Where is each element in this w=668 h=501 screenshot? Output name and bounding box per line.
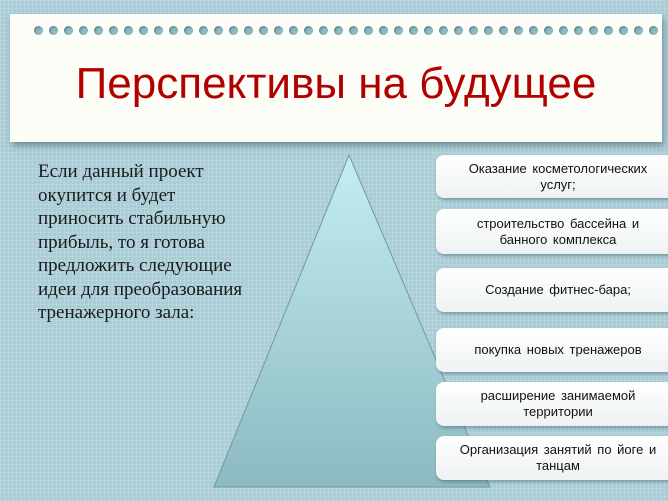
idea-box-1: Оказание косметологических услуг;	[436, 155, 668, 198]
idea-label: Оказание косметологических услуг;	[468, 160, 648, 192]
idea-label: покупка новых тренажеров	[474, 342, 642, 357]
idea-box-4: покупка новых тренажеров	[436, 328, 668, 372]
idea-label: Создание фитнес-бара;	[485, 282, 631, 297]
slide-title: Перспективы на будущее	[75, 59, 597, 108]
idea-box-3: Создание фитнес-бара;	[436, 268, 668, 312]
idea-box-5: расширение занимаемой территории	[436, 382, 668, 426]
idea-box-2: строительство бассейна и банного комплек…	[436, 209, 668, 254]
intro-text: Если данный проект окупится и будет прин…	[38, 161, 243, 323]
idea-label: расширение занимаемой территории	[480, 388, 636, 419]
idea-label: строительство бассейна и банного комплек…	[476, 215, 640, 247]
idea-label: Организация занятий по йоге и танцам	[459, 442, 657, 473]
title-card: Перспективы на будущее	[10, 14, 662, 142]
notebook-holes	[20, 24, 668, 38]
idea-box-6: Организация занятий по йоге и танцам	[436, 436, 668, 480]
